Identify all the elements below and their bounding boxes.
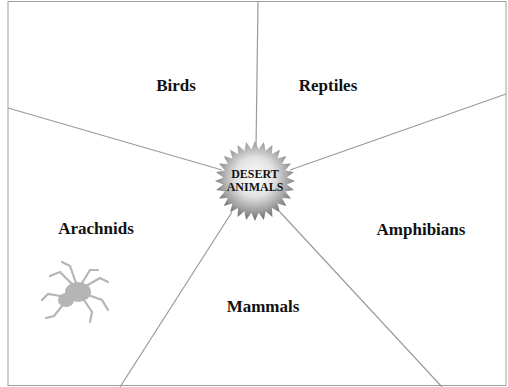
region-label: Reptiles <box>299 76 358 96</box>
region-label: Amphibians <box>377 220 466 240</box>
center-title: DESERT ANIMALS <box>224 168 286 194</box>
region-label: Birds <box>156 76 196 96</box>
region-label: Mammals <box>227 297 300 317</box>
center-node: DESERT ANIMALS <box>224 168 286 194</box>
divider-lines <box>8 2 506 387</box>
spider-illustration <box>42 262 108 322</box>
frame-border <box>8 2 506 386</box>
sun-burst <box>215 141 295 221</box>
region-label: Arachnids <box>58 219 134 239</box>
